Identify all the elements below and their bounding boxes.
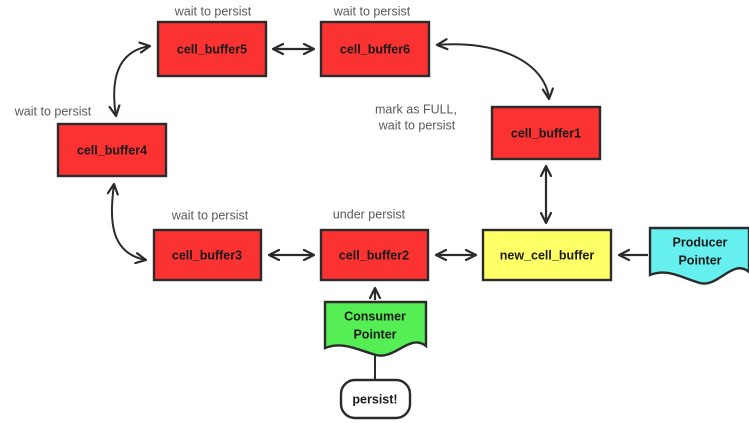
edge-cb6-cb1	[437, 44, 549, 99]
node-label-consumer-pointer-line1: Consumer	[344, 309, 406, 323]
node-new-cell-buffer[interactable]: new_cell_buffer	[481, 228, 613, 282]
node-label-producer-pointer-line2: Pointer	[678, 253, 721, 267]
node-persist-terminal[interactable]: persist!	[339, 378, 412, 420]
node-label-consumer-pointer-line2: Pointer	[353, 327, 396, 341]
node-cell-buffer2[interactable]: cell_buffer2	[319, 228, 430, 282]
edge-label-wait-to-persist-cb6: wait to persist	[333, 4, 411, 18]
node-label-cell-buffer5: cell_buffer5	[177, 42, 247, 56]
edge-label-wait-to-persist-cb5: wait to persist	[174, 4, 252, 18]
node-label-persist: persist!	[352, 392, 397, 406]
node-label-cell-buffer4: cell_buffer4	[77, 143, 147, 157]
node-label-cell-buffer3: cell_buffer3	[172, 248, 242, 262]
node-cell-buffer3[interactable]: cell_buffer3	[152, 228, 263, 282]
node-label-cell-buffer2: cell_buffer2	[339, 248, 409, 262]
edge-label-wait-to-persist-cb3: wait to persist	[171, 208, 249, 222]
edge-label-under-persist-cb2: under persist	[333, 207, 406, 221]
node-cell-buffer5[interactable]: cell_buffer5	[156, 20, 268, 78]
node-label-cell-buffer1: cell_buffer1	[511, 126, 581, 140]
node-cell-buffer1[interactable]: cell_buffer1	[490, 105, 602, 161]
edge-label-wait-to-persist-cb4: wait to persist	[14, 104, 92, 118]
edge-label-mark-as-full-line1: mark as FULL,	[375, 102, 457, 116]
node-label-producer-pointer-line1: Producer	[673, 235, 728, 249]
node-cell-buffer6[interactable]: cell_buffer6	[319, 20, 431, 78]
edge-label-mark-as-full-line2: wait to persist	[378, 118, 456, 132]
node-cell-buffer4[interactable]: cell_buffer4	[56, 122, 168, 178]
node-label-new-cell-buffer: new_cell_buffer	[500, 248, 595, 262]
node-producer-pointer[interactable]: Producer Pointer	[648, 226, 749, 285]
edge-cb4-cb5	[114, 46, 150, 116]
node-label-cell-buffer6: cell_buffer6	[340, 42, 410, 56]
node-consumer-pointer[interactable]: Consumer Pointer	[323, 300, 428, 357]
edge-cb3-cb4	[112, 184, 146, 260]
